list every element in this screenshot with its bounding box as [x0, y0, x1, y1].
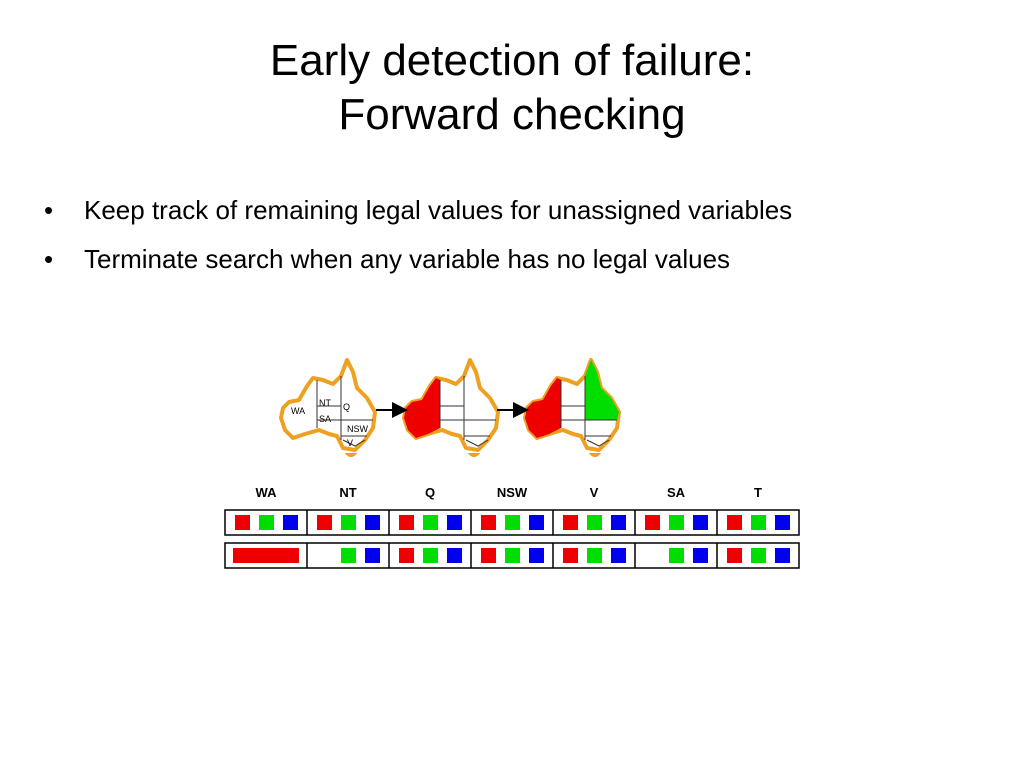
title-line-1: Early detection of failure:: [269, 36, 755, 85]
region-border: [465, 439, 489, 447]
colored-region: [404, 378, 440, 438]
domain-value-square: [481, 515, 496, 530]
domain-value-square: [317, 515, 332, 530]
colored-region: [525, 378, 561, 438]
variable-label: SA: [667, 485, 686, 500]
domain-value-square: [775, 515, 790, 530]
map-region-label: Q: [343, 402, 350, 412]
bullet-dot-icon: •: [44, 244, 54, 274]
variable-label: NSW: [497, 485, 528, 500]
australia-map: WA NT Q SA NSW V: [279, 358, 377, 457]
domain-value-square: [669, 548, 684, 563]
domain-value-square: [611, 548, 626, 563]
map-region-label: SA: [319, 414, 331, 424]
domain-value-square: [481, 548, 496, 563]
domain-value-square: [611, 515, 626, 530]
domain-value-square: [693, 515, 708, 530]
bullet-item: • Keep track of remaining legal values f…: [44, 186, 792, 235]
variable-label: NT: [339, 485, 356, 500]
domain-value-square: [727, 548, 742, 563]
domain-value-square: [341, 515, 356, 530]
australia-map: [523, 358, 621, 457]
domain-value-square: [587, 548, 602, 563]
domain-value-square: [751, 515, 766, 530]
domain-value-square: [587, 515, 602, 530]
bullet-dot-icon: •: [44, 195, 54, 225]
domain-value-square: [447, 548, 462, 563]
map-region-label: WA: [291, 406, 305, 416]
domain-value-square: [341, 548, 356, 563]
domain-value-square: [235, 515, 250, 530]
slide-title: Early detection of failure: Forward chec…: [0, 34, 1024, 142]
domain-value-square: [505, 515, 520, 530]
domain-value-square: [669, 515, 684, 530]
domain-value-square: [283, 515, 298, 530]
variable-label: WA: [256, 485, 278, 500]
variable-label: Q: [425, 485, 435, 500]
map-sequence: WA NT Q SA NSW V: [279, 358, 621, 457]
bullet-item: • Terminate search when any variable has…: [44, 235, 792, 284]
variable-label: T: [754, 485, 762, 500]
variable-label: V: [590, 485, 599, 500]
domain-value-square: [775, 548, 790, 563]
map-region-label: V: [347, 438, 353, 448]
domain-value-square: [693, 548, 708, 563]
domain-value-square: [423, 548, 438, 563]
domain-value-square: [727, 515, 742, 530]
australia-map: [402, 358, 500, 457]
map-outline: [279, 358, 377, 452]
region-border: [342, 439, 366, 447]
domain-value-square: [645, 515, 660, 530]
bullet-text: Terminate search when any variable has n…: [84, 244, 731, 274]
domain-value-square: [563, 548, 578, 563]
domain-value-square: [423, 515, 438, 530]
domain-value-square: [751, 548, 766, 563]
title-line-2: Forward checking: [338, 90, 686, 139]
map-region-label: NSW: [347, 424, 369, 434]
domain-value-square: [399, 548, 414, 563]
tasmania-shape: [588, 453, 602, 457]
domain-value-square: [365, 515, 380, 530]
bullet-text: Keep track of remaining legal values for…: [84, 195, 793, 225]
domain-value-square: [365, 548, 380, 563]
domain-value-square: [447, 515, 462, 530]
domain-value-square: [563, 515, 578, 530]
region-border: [586, 439, 610, 447]
tasmania-shape: [344, 453, 358, 457]
domain-value-square: [505, 548, 520, 563]
domain-value-square: [529, 515, 544, 530]
colored-region: [585, 360, 619, 420]
tasmania-shape: [467, 453, 481, 457]
domain-value-square: [259, 515, 274, 530]
bullet-list: • Keep track of remaining legal values f…: [44, 186, 792, 284]
map-region-label: NT: [319, 398, 331, 408]
assigned-value-bar: [233, 548, 299, 563]
domain-table: WA NT Q NSW V SA T: [224, 485, 800, 569]
domain-value-square: [529, 548, 544, 563]
domain-value-square: [399, 515, 414, 530]
